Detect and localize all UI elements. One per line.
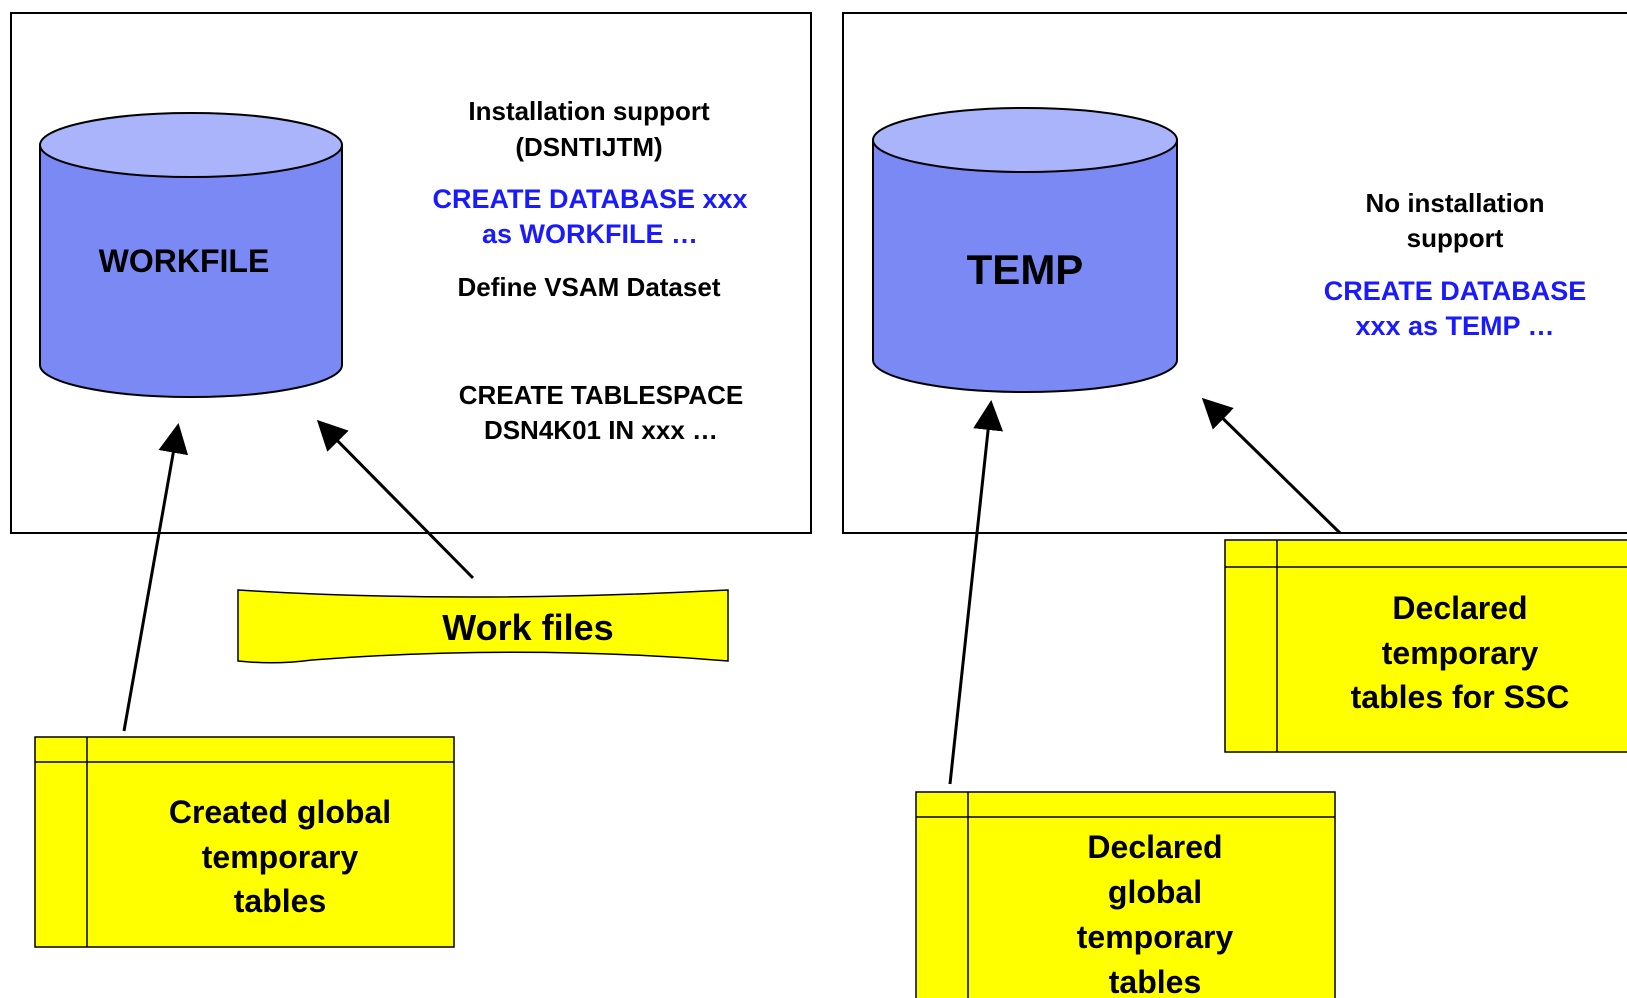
- create-database-workfile-line2: as WORKFILE …: [482, 219, 698, 249]
- created-gtt-line2: temporary: [202, 839, 359, 875]
- created-gtt-line1: Created global: [169, 794, 391, 830]
- declared-gtt-line2: global: [1108, 874, 1202, 910]
- declared-gtt-line1: Declared: [1087, 829, 1222, 865]
- workfile-cylinder-label: WORKFILE: [99, 243, 270, 279]
- created-gtt-note: [34, 736, 455, 948]
- arrow-declared-ssc-to-temp: [1201, 397, 1342, 535]
- installation-support-text: Installation support: [468, 96, 710, 126]
- declared-gtt-line4: tables: [1109, 964, 1201, 998]
- declared-gtt-note: [915, 791, 1336, 998]
- arrow-declared-gtt-to-temp: [948, 400, 1004, 785]
- work-files-shape: [237, 589, 729, 664]
- create-database-temp-line1: CREATE DATABASE: [1324, 276, 1587, 306]
- declared-gtt-line3: temporary: [1077, 919, 1234, 955]
- create-tablespace-line2: DSN4K01 IN xxx …: [484, 415, 718, 445]
- declared-ssc-line2: temporary: [1382, 635, 1539, 671]
- declared-ssc-line1: Declared: [1392, 590, 1527, 626]
- workfile-database-cylinder: [39, 112, 343, 398]
- no-installation-support-line2: support: [1407, 223, 1504, 253]
- declared-ssc-note: [1224, 539, 1627, 753]
- created-gtt-line3: tables: [234, 883, 326, 919]
- create-database-temp-line2: xxx as TEMP …: [1355, 311, 1554, 341]
- arrow-work-files-to-workfile: [316, 419, 475, 580]
- dsntijtm-text: (DSNTIJTM): [515, 132, 662, 162]
- arrow-created-gtt-to-workfile: [122, 423, 189, 732]
- no-installation-support-line1: No installation: [1365, 188, 1544, 218]
- work-files-label: Work files: [442, 607, 613, 648]
- define-vsam-text: Define VSAM Dataset: [458, 272, 721, 302]
- temp-cylinder-label: TEMP: [967, 246, 1084, 293]
- create-database-workfile-line1: CREATE DATABASE xxx: [432, 184, 747, 214]
- declared-ssc-line3: tables for SSC: [1351, 679, 1570, 715]
- temp-database-cylinder: [872, 107, 1178, 393]
- create-tablespace-line1: CREATE TABLESPACE: [459, 380, 744, 410]
